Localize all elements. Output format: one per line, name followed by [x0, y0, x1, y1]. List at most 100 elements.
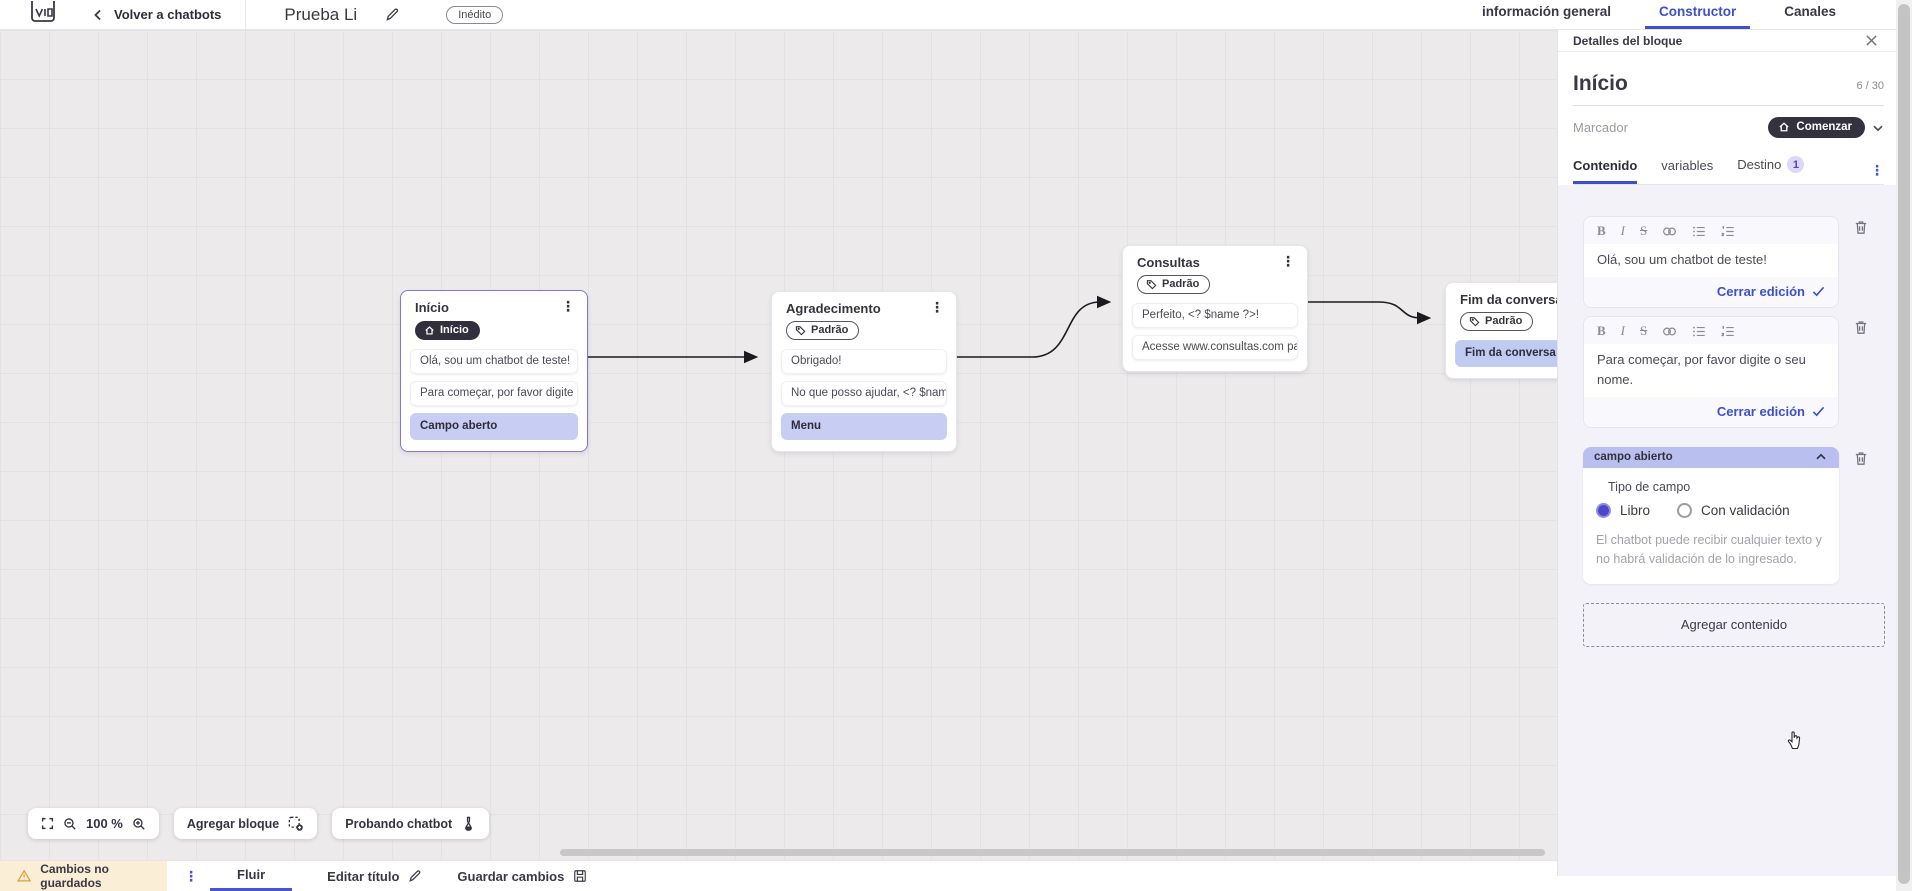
node-content-item[interactable]: Acesse www.consultas.com par... — [1132, 335, 1298, 360]
zoom-level: 100 % — [86, 816, 123, 831]
bold-icon[interactable]: B — [1597, 323, 1606, 339]
trash-icon[interactable] — [1853, 219, 1869, 236]
node-menu-icon[interactable]: ⋮ — [561, 298, 575, 314]
radio-con-validacion[interactable] — [1677, 503, 1693, 519]
node-title: Fim da conversa — [1460, 292, 1557, 307]
numbered-list-icon[interactable] — [1721, 325, 1735, 338]
marker-label: Marcador — [1573, 120, 1628, 135]
save-icon — [573, 869, 587, 883]
flow-menu-icon[interactable]: ⋮ — [184, 867, 198, 884]
node-content-item[interactable]: Obrigado! — [781, 349, 947, 374]
close-edit-button[interactable]: Cerrar edición — [1716, 284, 1805, 300]
strikethrough-icon[interactable]: S — [1640, 223, 1648, 238]
tab-variables[interactable]: variables — [1661, 158, 1714, 173]
panel-tabs-menu-icon[interactable]: ⋮ — [1870, 162, 1884, 178]
tab-destino[interactable]: Destino 1 — [1737, 156, 1805, 184]
flow-canvas[interactable]: Início ⋮ Início Olá, sou um chatbot de t… — [0, 30, 1557, 860]
tab-constructor[interactable]: Constructor — [1644, 4, 1751, 29]
panel-tabs: Contenido variables Destino 1 ⋮ — [1573, 150, 1884, 185]
close-icon[interactable] — [1865, 34, 1878, 47]
tag-icon — [1469, 316, 1480, 326]
bottom-bar: Cambios no guardados ⋮ Fluir Editar títu… — [0, 860, 1557, 891]
mouse-cursor — [1784, 727, 1806, 751]
radio-libro-label[interactable]: Libro — [1620, 503, 1651, 519]
text-editor-card: B I S Olá, sou um chatbot de teste! Cerr… — [1583, 216, 1839, 309]
zoom-controls: 100 % — [28, 808, 159, 839]
node-agradecimento[interactable]: Agradecimento ⋮ Padrão Obrigado! No que … — [771, 291, 957, 452]
pencil-icon — [408, 869, 422, 883]
top-bar: Volver a chatbots Prueba Li Inédito info… — [0, 0, 1896, 30]
open-field-card: campo abierto Tipo de campo Libro Con va… — [1583, 447, 1839, 584]
tab-fluir[interactable]: Fluir — [210, 861, 293, 891]
marker-value-pill[interactable]: Comenzar — [1768, 117, 1865, 138]
chevron-down-icon[interactable] — [1872, 122, 1884, 134]
open-field-header[interactable]: campo abierto — [1583, 447, 1839, 469]
bullet-list-icon[interactable] — [1692, 325, 1706, 338]
tab-informacion-general[interactable]: información general — [1481, 4, 1611, 19]
italic-icon[interactable]: I — [1620, 223, 1626, 238]
node-menu-icon[interactable]: ⋮ — [1281, 253, 1295, 269]
add-block-button[interactable]: Agregar bloque — [173, 808, 318, 839]
block-name-input[interactable]: Início — [1573, 72, 1628, 95]
node-title: Consultas — [1137, 255, 1200, 270]
numbered-list-icon[interactable] — [1721, 225, 1735, 238]
test-chatbot-button[interactable]: Probando chatbot — [332, 808, 490, 839]
destino-count-badge: 1 — [1787, 156, 1805, 173]
tab-contenido[interactable]: Contenido — [1573, 158, 1638, 184]
tab-canales[interactable]: Canales — [1784, 4, 1836, 19]
message-text[interactable]: Para começar, por favor digite o seu nom… — [1584, 344, 1838, 398]
zoom-in-icon[interactable] — [132, 817, 146, 831]
link-icon[interactable] — [1662, 325, 1677, 338]
node-content-item-menu[interactable]: Menu — [781, 413, 947, 440]
node-type-badge: Padrão — [1137, 275, 1211, 294]
tag-icon — [1146, 279, 1157, 289]
check-icon — [1812, 286, 1825, 297]
save-changes-button[interactable]: Guardar cambios — [457, 861, 587, 891]
link-icon[interactable] — [1662, 225, 1677, 238]
fullscreen-icon[interactable] — [41, 817, 54, 830]
bullet-list-icon[interactable] — [1692, 225, 1706, 238]
canvas-horizontal-scrollbar[interactable] — [560, 849, 1545, 856]
node-content-item-end[interactable]: Fim da conversa — [1455, 340, 1557, 367]
node-content-item[interactable]: Para começar, por favor digite o ... — [410, 381, 578, 406]
field-help-text: El chatbot puede recibir cualquier texto… — [1596, 533, 1822, 566]
strikethrough-icon[interactable]: S — [1640, 323, 1648, 339]
back-chevron-icon[interactable] — [92, 9, 104, 21]
message-text[interactable]: Olá, sou um chatbot de teste! — [1584, 244, 1838, 278]
text-editor-card: B I S Para começar, por favor digite o s… — [1583, 316, 1839, 429]
node-title: Agradecimento — [786, 301, 881, 316]
trash-icon[interactable] — [1853, 450, 1869, 467]
radio-con-validacion-label[interactable]: Con validación — [1701, 503, 1790, 519]
trash-icon[interactable] — [1853, 319, 1869, 336]
node-content-item-open-field[interactable]: Campo aberto — [410, 413, 578, 440]
add-content-button[interactable]: Agregar contenido — [1583, 602, 1885, 647]
home-icon — [425, 325, 434, 335]
edit-title-button[interactable]: Editar título — [327, 861, 422, 891]
bold-icon[interactable]: B — [1597, 223, 1606, 238]
edit-title-icon[interactable] — [385, 7, 400, 22]
panel-title: Detalles del bloque — [1573, 33, 1683, 48]
zoom-out-icon[interactable] — [63, 817, 77, 831]
radio-libro[interactable] — [1596, 503, 1611, 519]
chatbot-title[interactable]: Prueba Li — [284, 4, 358, 24]
chevron-up-icon[interactable] — [1815, 451, 1827, 463]
check-icon — [1812, 407, 1825, 417]
node-title: Início — [415, 300, 449, 315]
format-toolbar: B I S — [1584, 317, 1838, 344]
home-icon — [1779, 122, 1789, 132]
warning-icon — [17, 869, 32, 882]
unsaved-changes-banner: Cambios no guardados — [0, 861, 167, 891]
node-content-item[interactable]: Perfeito, <? $name ?>! — [1132, 303, 1298, 328]
back-to-chatbots-link[interactable]: Volver a chatbots — [114, 7, 222, 22]
page-scrollbar-thumb[interactable] — [1898, 4, 1910, 884]
node-menu-icon[interactable]: ⋮ — [930, 299, 944, 315]
node-content-item[interactable]: No que posso ajudar, <? $name ... — [781, 381, 947, 406]
canvas-controls: 100 % Agregar bloque Probando chatbot — [28, 808, 490, 839]
node-fim-da-conversa[interactable]: Fim da conversa Padrão Fim da conversa — [1445, 282, 1557, 379]
page-scrollbar[interactable] — [1896, 0, 1912, 891]
italic-icon[interactable]: I — [1620, 323, 1626, 339]
node-inicio[interactable]: Início ⋮ Início Olá, sou um chatbot de t… — [400, 290, 588, 452]
node-content-item[interactable]: Olá, sou um chatbot de teste! — [410, 349, 578, 374]
node-consultas[interactable]: Consultas ⋮ Padrão Perfeito, <? $name ?>… — [1122, 245, 1308, 372]
close-edit-button[interactable]: Cerrar edición — [1716, 404, 1805, 420]
